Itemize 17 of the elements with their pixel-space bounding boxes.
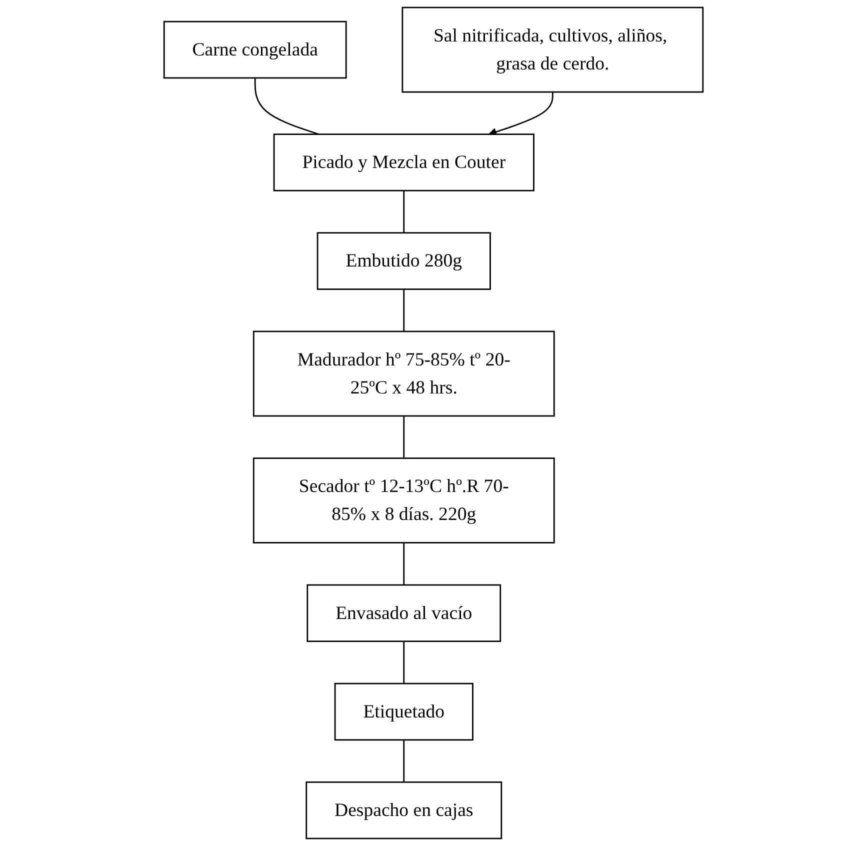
node-box: Secador tº 12-13ºC hº.R 70-85% x 8 días. 220g xyxy=(252,458,555,544)
connector xyxy=(254,78,320,135)
connector xyxy=(403,416,405,458)
connector xyxy=(403,641,405,684)
node-box: Envasado al vacío xyxy=(306,584,502,642)
node-box: Carne congelada xyxy=(163,20,347,79)
node-box: Despacho en cajas xyxy=(306,781,502,840)
connector xyxy=(403,542,405,585)
connector xyxy=(403,289,405,332)
node-box: Embutido 280g xyxy=(316,232,491,290)
node-box: Madurador hº 75-85% tº 20-25ºC x 48 hrs. xyxy=(252,330,555,417)
node-box: Picado y Mezcla en Couter xyxy=(273,134,534,192)
connector xyxy=(403,190,405,233)
node-box: Sal nitrificada, cultivos, aliños, grasa de cerdo. xyxy=(402,6,704,93)
arrow xyxy=(488,92,554,136)
node-box: Etiquetado xyxy=(334,682,474,741)
connector xyxy=(403,740,405,782)
